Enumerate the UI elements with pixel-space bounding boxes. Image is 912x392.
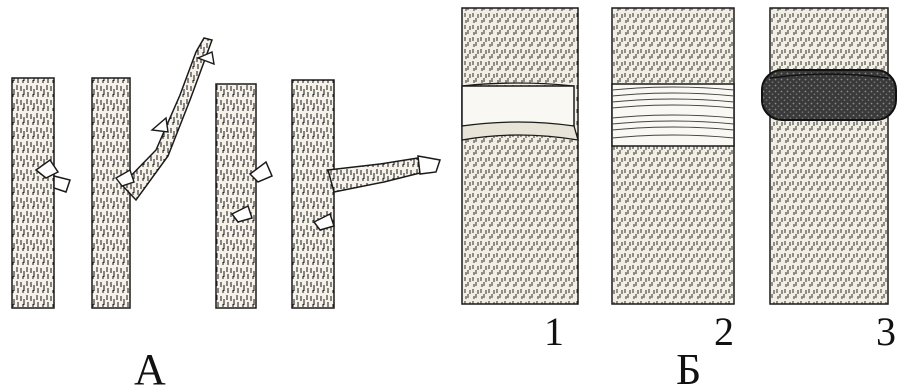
label-3: 3 (876, 312, 896, 352)
dark-band (762, 70, 896, 120)
stem-a1 (12, 78, 70, 308)
branch (122, 38, 212, 200)
trunk-b1 (462, 8, 578, 304)
stem-a4-with-shoot (292, 80, 440, 308)
label-1: 1 (544, 312, 564, 352)
panel-a-stems (12, 38, 440, 308)
panel-label-b: Б (676, 348, 701, 392)
shoot-tip (418, 156, 440, 174)
side-shoot (328, 158, 424, 192)
ring-cut-band (462, 86, 574, 126)
stem-a3 (216, 84, 272, 308)
bud (152, 118, 168, 132)
panel-b-trunks (462, 8, 896, 304)
stem-a2-with-branch (92, 38, 214, 308)
panel-label-a: А (134, 348, 166, 392)
trunk-b3 (762, 8, 896, 304)
label-2: 2 (714, 312, 734, 352)
trunk-b2 (612, 8, 734, 304)
